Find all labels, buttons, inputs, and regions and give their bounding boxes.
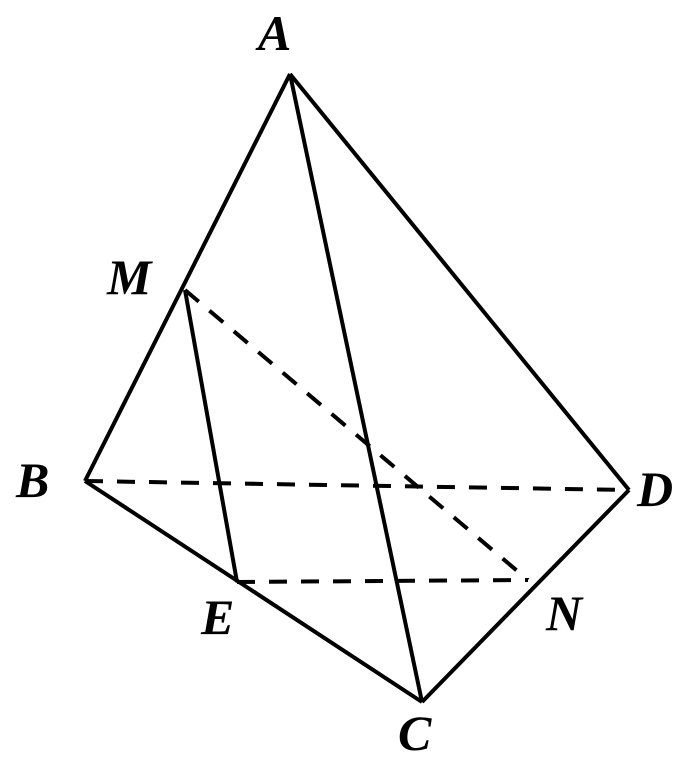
edge-EN bbox=[236, 578, 529, 584]
edge-AD bbox=[288, 72, 631, 492]
vertex-label-E: E bbox=[201, 589, 235, 645]
vertex-label-A: A bbox=[258, 5, 292, 61]
edge-MN bbox=[183, 288, 530, 582]
vertex-label-M: M bbox=[107, 249, 152, 305]
edge-ME bbox=[183, 289, 239, 583]
vertex-label-N: N bbox=[546, 585, 583, 641]
vertex-label-B: B bbox=[16, 452, 50, 508]
edge-group bbox=[83, 72, 631, 704]
edge-AB bbox=[83, 73, 292, 482]
vertex-label-D: D bbox=[637, 461, 674, 517]
edge-CD bbox=[420, 488, 631, 704]
edge-BC bbox=[83, 479, 424, 704]
edge-BD bbox=[84, 479, 630, 492]
edge-AC bbox=[288, 73, 424, 703]
vertex-label-C: C bbox=[398, 705, 432, 761]
